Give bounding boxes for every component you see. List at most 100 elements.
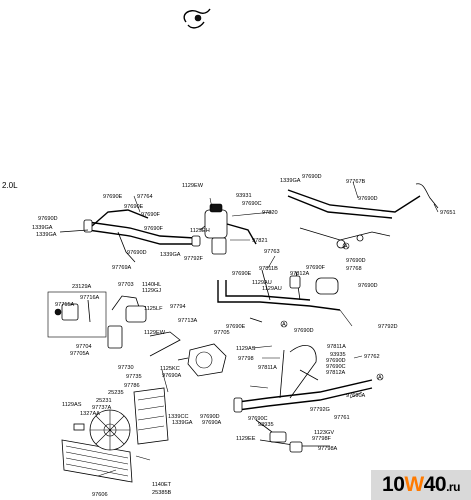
part-label-93931: 93931 [236,193,252,199]
part-label-1129as-b: 1129AS [62,402,82,408]
part-label-97690e: 97690E [103,194,123,200]
part-label-1129au-b: 1129AU [262,286,282,292]
part-label-1129ew-mid: 1129EW [144,330,166,336]
part-label-93935: 93935 [330,352,346,358]
part-label-97812a-b: 97812A [326,370,346,376]
part-label-97713a: 97713A [178,318,198,324]
part-label-1339ga-b: 1339GA [36,232,57,238]
part-label-1327aa: 1327AA [80,411,100,417]
part-label-97705: 97705 [214,330,230,336]
part-label-97761: 97761 [334,415,350,421]
part-label-97690a-c: 97690A [346,393,366,399]
svg-text:A: A [378,375,382,381]
part-label-97792g: 97792G [310,407,330,413]
part-label-97762: 97762 [364,354,380,360]
part-label-97606: 97606 [92,492,108,498]
part-label-97792d: 97792D [378,324,398,330]
part-label-1129ee: 1129EE [236,436,256,442]
watermark-prefix: 10 [382,473,405,496]
liquid-line-assembly [217,269,341,323]
part-label-1339ga-c: 1339GA [160,252,181,258]
part-label-97730: 97730 [118,365,134,371]
part-label-97794: 97794 [170,304,186,310]
part-label-97811a: 97811A [258,365,277,371]
part-label-97716a: 97716A [80,295,100,301]
part-label-1129as-a: 1129AS [236,346,256,352]
svg-text:A: A [344,244,348,250]
part-label-97690d-tr2: 97690D [358,196,378,202]
part-label-97763: 97763 [264,249,280,255]
part-label-97764: 97764 [137,194,153,200]
pressure-switch-parts [255,419,330,453]
receiver-drier-assembly [199,203,257,255]
part-label-97690f: 97690F [141,212,161,218]
part-label-97768: 97768 [346,266,362,272]
part-label-97651: 97651 [440,210,456,216]
part-label-23129a: 23129A [72,284,92,290]
part-label-1140et: 1140ET [152,482,172,488]
part-label-97735: 97735 [126,374,142,380]
part-label-97705a: 97705A [70,351,90,357]
part-label-97690c-b: 97690C [326,364,346,370]
part-label-97690e-c: 97690E [232,271,252,277]
part-label-97690d-c: 97690D [200,414,220,420]
part-label-97798a: 97798A [318,446,338,452]
compressor-assembly [177,343,227,377]
part-label-97715a: 97715A [55,302,75,308]
watermark-number: 40 [423,473,447,496]
part-label-97820: 97820 [262,210,278,216]
part-label-1125lf: 1125LF [144,306,163,312]
part-label-97812a: 97812A [290,271,310,277]
part-label-1140hl: 1140HL [142,282,161,288]
part-label-1129eh: 1129EH [190,228,210,234]
part-label-97690a: 97690A [162,373,182,379]
part-label-97690d-b: 97690D [326,358,346,364]
discharge-hose-assembly [287,183,439,249]
part-label-97703: 97703 [118,282,134,288]
hose-fitting-illustration [183,8,211,29]
part-label-25235: 25235 [108,390,124,396]
part-label-97737a: 97737A [92,405,112,411]
part-label-97690d-left: 97690D [38,216,58,222]
part-label-97690c: 97690C [242,201,262,207]
part-label-97786: 97786 [124,383,140,389]
leader-lines [97,181,439,477]
part-label-97690d-r: 97690D [346,258,366,264]
part-label-97821: 97821 [252,238,268,244]
part-label-97811b: 97811B [259,266,278,272]
part-label-97690d-m: 97690D [294,328,314,334]
part-label-1125kc: 1125KC [160,366,180,372]
part-label-1339cc: 1339CC [168,414,189,420]
part-label-97690d-tr: 97690D [302,174,322,180]
part-label-97798f: 97798F [312,436,332,442]
suction-hose-assembly [59,209,201,263]
condenser-and-fan-assembly [61,387,169,483]
part-label-97690e-b: 97690E [124,204,144,210]
part-label-1339ga-e: 1339GA [172,420,193,426]
part-label-97704: 97704 [76,344,92,350]
watermark-suffix: .ru [446,480,460,494]
part-label-97767b: 97767B [346,179,366,185]
engine-section-label: 2.0L [2,181,18,190]
svg-text:A: A [282,322,286,328]
watermark-accent: W [404,473,424,496]
part-label-97690a-b: 97690A [202,420,222,426]
part-label-97690f-r: 97690F [306,265,326,271]
part-label-1339ga-a: 1339GA [32,225,53,231]
part-label-97690f-mid: 97690F [144,226,164,232]
part-label-97769a: 97769A [112,265,132,271]
part-label-97690e-m: 97690E [226,324,246,330]
suction-line-lower [233,345,373,413]
part-label-25231: 25231 [96,398,112,404]
part-label-97690c-c: 97690C [248,416,268,422]
part-label-97690d-r2: 97690D [358,283,378,289]
idler-bracket-assembly [47,291,181,357]
part-label-25385b: 25385B [152,490,172,496]
part-label-97690d-mid: 97690D [127,250,147,256]
connector-marker-a: A A A [280,242,384,381]
part-label-93935-b: 93935 [258,422,274,428]
part-label-1123gv: 1123GV [314,430,334,436]
part-label-97798: 97798 [238,356,254,362]
